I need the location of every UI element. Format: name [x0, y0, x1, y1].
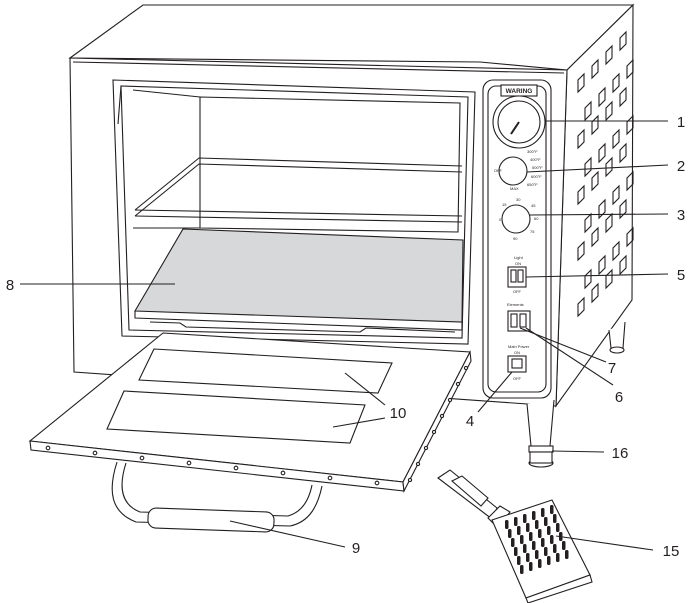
timer-mark-0: 0 [499, 217, 502, 222]
power-label: Main Power [508, 344, 530, 349]
door-window-upper [138, 348, 393, 394]
timer-mark-5: 75 [530, 229, 535, 234]
power-on-label: ON [514, 350, 520, 355]
temp-mark-3: 500°F [532, 165, 543, 170]
timer-mark-2: 30 [516, 197, 521, 202]
temp-mark-5: 650°F [527, 182, 538, 187]
timer-mark-1: 15 [502, 202, 507, 207]
callout-numbers: 1 2 3 4 5 6 7 8 9 10 15 16 [6, 114, 685, 560]
light-off-label: OFF [513, 289, 522, 294]
callout-10: 10 [390, 405, 407, 422]
callout-2: 2 [677, 158, 685, 175]
brand-logo: WARING [506, 88, 533, 95]
callout-15: 15 [663, 543, 680, 560]
timer-mark-6: 90 [513, 236, 518, 241]
timer-knob[interactable] [501, 204, 531, 234]
crumb-tray [134, 228, 464, 333]
callout-8: 8 [6, 277, 14, 294]
side-vents [577, 30, 634, 318]
power-off-label: OFF [513, 376, 522, 381]
temp-mark-2: 400°F [530, 157, 541, 162]
oven-feet [526, 321, 626, 468]
callout-7: 7 [608, 360, 616, 377]
door-window-lower [106, 390, 366, 444]
timer-mark-4: 60 [534, 216, 539, 221]
elements-label: Elements [507, 302, 524, 307]
oven-door [28, 332, 472, 493]
temp-mark-6: MAX [510, 186, 519, 191]
light-label: Light [514, 255, 524, 260]
callout-1: 1 [677, 114, 685, 131]
cleaning-brush [437, 469, 593, 603]
control-panel: WARING OFF 300°F 400°F 500°F 600°F 650°F… [482, 79, 552, 399]
leader-lines [20, 120, 669, 551]
callout-9: 9 [352, 540, 360, 557]
temp-mark-1: 300°F [527, 149, 538, 154]
temp-off-label: OFF [494, 168, 503, 173]
callout-16: 16 [612, 445, 629, 462]
callout-5: 5 [677, 267, 685, 284]
callout-4: 4 [466, 413, 474, 430]
temp-mark-4: 600°F [531, 174, 542, 179]
door-handle [111, 461, 323, 533]
light-on-label: ON [515, 261, 521, 266]
timer-mark-3: 45 [531, 203, 536, 208]
callout-6: 6 [615, 389, 623, 406]
callout-3: 3 [677, 207, 685, 224]
temperature-knob[interactable] [498, 156, 528, 186]
